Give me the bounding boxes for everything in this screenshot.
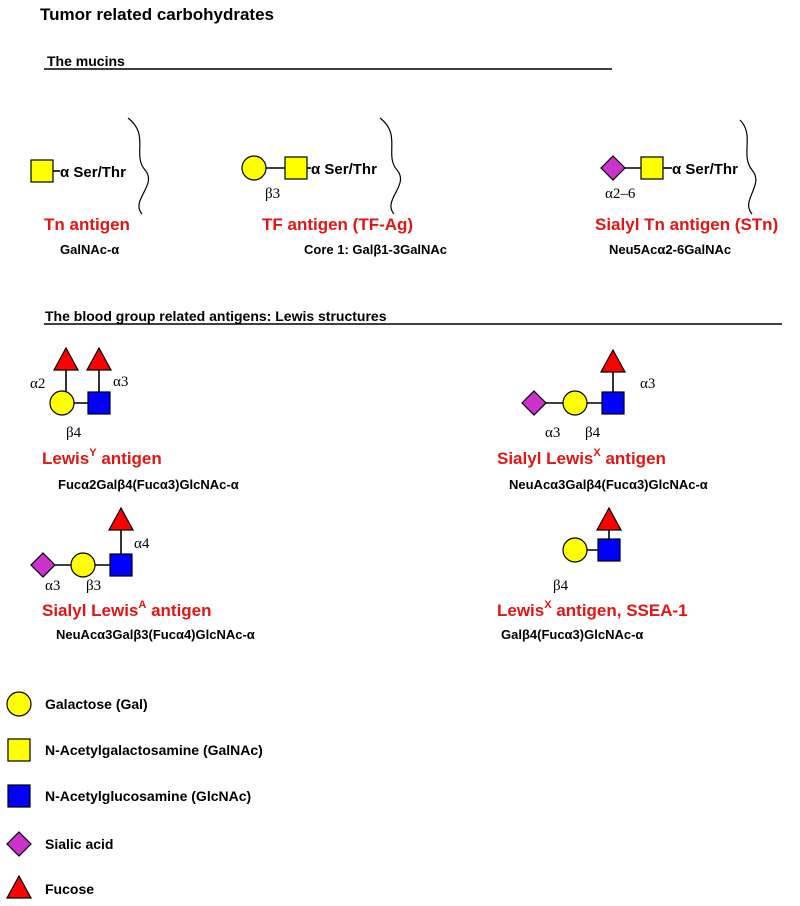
bond-label-alpha3: α3 [113, 374, 128, 390]
lewis-y-name: LewisY antigen [42, 447, 162, 468]
legend-label: N-Acetylgalactosamine (GalNAc) [45, 742, 263, 758]
ser-thr-linker: α Ser/Thr [311, 161, 377, 178]
legend-label: Fucose [45, 881, 94, 897]
sialyl-lewis-x-structure: α3 α3 β4 [521, 348, 655, 441]
legend-label: N-Acetylglucosamine (GlcNAc) [45, 788, 251, 804]
fucose-triangle-icon [599, 348, 627, 373]
fucose-triangle-icon [85, 346, 113, 371]
legend-item: Sialic acid [6, 831, 113, 857]
legend-item: N-Acetylgalactosamine (GalNAc) [7, 738, 263, 762]
galnac-square-icon [640, 156, 664, 180]
bond-label-beta4: β4 [585, 425, 601, 441]
galactose-circle-icon [70, 552, 96, 578]
galnac-square-icon [30, 159, 54, 183]
glcnac-square-icon [87, 391, 111, 415]
legend-label: Sialic acid [45, 836, 113, 852]
galactose-circle-icon [241, 155, 267, 181]
bond-label-alpha2: α2 [30, 376, 45, 392]
stn-antigen-structure: α Ser/Thr α2–6 [600, 119, 757, 215]
sialyl-lewis-a-formula: NeuAcα3Galβ3(Fucα4)GlcNAc-α [56, 627, 255, 642]
sialyl-lewis-x-name: Sialyl LewisX antigen [497, 447, 666, 468]
tf-antigen-name: TF antigen (TF-Ag) [262, 215, 413, 234]
tn-antigen-structure: α Ser/Thr [30, 117, 150, 215]
lewis-x-name: LewisX antigen, SSEA-1 [497, 599, 688, 620]
sialyl-lewis-a-name: Sialyl LewisA antigen [42, 599, 212, 620]
protein-backbone-wave [127, 117, 150, 215]
fucose-triangle-icon [5, 874, 33, 899]
glcnac-square-icon [601, 391, 625, 415]
sialic-acid-diamond-icon [521, 390, 547, 416]
legend-item: N-Acetylglucosamine (GlcNAc) [7, 784, 251, 808]
galnac-square-icon [284, 156, 308, 180]
sialic-acid-diamond-icon [30, 552, 56, 578]
legend-label: Galactose (Gal) [45, 696, 148, 712]
tn-antigen-formula: GalNAc-α [60, 242, 119, 257]
stn-antigen-name: Sialyl Tn antigen (STn) [595, 215, 778, 234]
ser-thr-linker: α Ser/Thr [60, 164, 126, 181]
glcnac-square-icon [7, 784, 31, 808]
bond-label-alpha4: α4 [134, 536, 150, 552]
bond-label-beta4: β4 [66, 425, 82, 441]
section-title-mucins: The mucins [47, 53, 125, 69]
protein-backbone-wave [739, 119, 757, 215]
ser-thr-linker: α Ser/Thr [672, 161, 738, 178]
galactose-circle-icon [562, 537, 588, 563]
galnac-square-icon [7, 738, 31, 762]
sialyl-lewis-x-formula: NeuAcα3Galβ4(Fucα3)GlcNAc-α [509, 477, 708, 492]
lewis-x-formula: Galβ4(Fucα3)GlcNAc-α [501, 627, 643, 642]
bond-label-beta4: β4 [553, 578, 569, 594]
lewis-x-structure: β4 [553, 506, 623, 594]
page-title: Tumor related carbohydrates [40, 5, 274, 24]
fucose-triangle-icon [52, 346, 80, 371]
lewis-y-formula: Fucα2Galβ4(Fucα3)GlcNAc-α [58, 477, 239, 492]
fucose-triangle-icon [107, 506, 135, 531]
legend: Galactose (Gal) N-Acetylgalactosamine (G… [5, 691, 263, 899]
galactose-circle-icon [6, 691, 32, 717]
section-title-lewis: The blood group related antigens: Lewis … [45, 308, 387, 324]
bond-label-alpha2-6: α2–6 [605, 186, 636, 202]
glcnac-square-icon [597, 538, 621, 562]
stn-antigen-formula: Neu5Acα2-6GalNAc [609, 242, 731, 257]
galactose-circle-icon [562, 390, 588, 416]
tf-antigen-structure: α Ser/Thr β3 [241, 117, 402, 215]
legend-item: Fucose [5, 874, 94, 899]
bond-label-alpha3: α3 [45, 578, 60, 594]
bond-label-beta3: β3 [86, 578, 101, 594]
tf-antigen-formula: Core 1: Galβ1-3GalNAc [304, 242, 447, 257]
bond-label-alpha3-sialic: α3 [545, 425, 560, 441]
sialic-acid-diamond-icon [600, 155, 626, 181]
fucose-triangle-icon [595, 506, 623, 531]
sialic-acid-diamond-icon [6, 831, 32, 857]
glcnac-square-icon [109, 553, 133, 577]
protein-backbone-wave [379, 117, 402, 215]
sialyl-lewis-a-structure: α4 α3 β3 [30, 506, 150, 594]
legend-item: Galactose (Gal) [6, 691, 148, 717]
bond-label-beta3: β3 [265, 186, 280, 202]
tn-antigen-name: Tn antigen [44, 215, 130, 234]
bond-label-alpha3-fucose: α3 [640, 376, 655, 392]
galactose-circle-icon [49, 390, 75, 416]
lewis-y-structure: α2 α3 β4 [30, 346, 128, 441]
